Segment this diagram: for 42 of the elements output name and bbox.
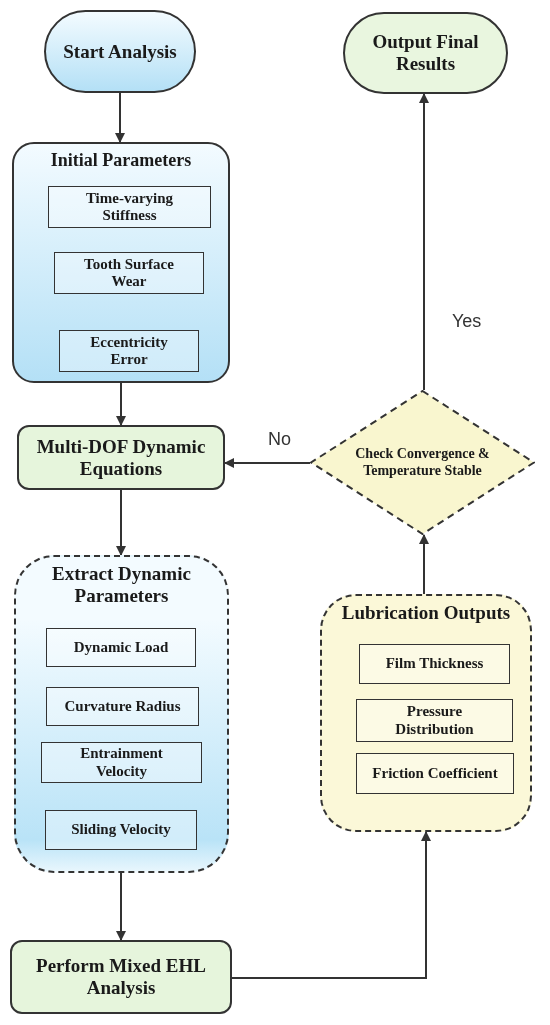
parameter-box bbox=[48, 186, 211, 228]
process-box bbox=[10, 940, 232, 1014]
group-title: Extract Dynamic Parameters bbox=[51, 563, 192, 607]
arrow bbox=[419, 93, 429, 391]
node-label: Dynamic Load bbox=[73, 638, 169, 657]
arrow bbox=[116, 872, 126, 941]
parameter-box bbox=[54, 252, 204, 294]
node-label: Time-varying Stiffness bbox=[84, 189, 175, 225]
node-label: Eccentricity Error bbox=[89, 333, 169, 369]
parameter-box bbox=[359, 644, 510, 684]
parameter-box bbox=[45, 810, 197, 850]
arrow bbox=[115, 92, 125, 143]
arrow bbox=[116, 489, 126, 556]
group-box bbox=[12, 142, 230, 383]
parameter-box bbox=[356, 753, 514, 794]
node-label: Output Final Results bbox=[371, 31, 480, 75]
node-label: Curvature Radius bbox=[64, 697, 181, 716]
node-label: Sliding Velocity bbox=[71, 821, 171, 839]
node-label: Check Convergence & Temperature Stable bbox=[354, 446, 491, 479]
dashed-group-box bbox=[14, 555, 229, 873]
parameter-box bbox=[59, 330, 199, 372]
node-label: Tooth Surface Wear bbox=[83, 255, 175, 291]
process-box bbox=[17, 425, 225, 490]
node-label: Friction Coefficient bbox=[372, 764, 498, 783]
node-label: Film Thickness bbox=[385, 655, 484, 673]
arrow bbox=[116, 382, 126, 426]
parameter-box bbox=[46, 687, 199, 726]
parameter-box bbox=[356, 699, 513, 742]
arrow bbox=[419, 534, 429, 595]
parameter-box bbox=[41, 742, 202, 783]
dashed-group-box bbox=[320, 594, 532, 832]
arrow bbox=[231, 831, 431, 979]
parameter-box bbox=[46, 628, 196, 667]
node-label: Pressure Distribution bbox=[394, 703, 475, 738]
decision-diamond bbox=[310, 390, 535, 535]
node-label: Multi-DOF Dynamic Equations bbox=[35, 435, 207, 480]
node-label: Start Analysis bbox=[63, 40, 177, 63]
group-title: Initial Parameters bbox=[50, 150, 192, 171]
arrow bbox=[224, 458, 311, 468]
node-label: Perform Mixed EHL Analysis bbox=[35, 955, 207, 999]
node-label: Entrainment Velocity bbox=[79, 745, 164, 780]
group-title: Lubrication Outputs bbox=[341, 602, 511, 624]
